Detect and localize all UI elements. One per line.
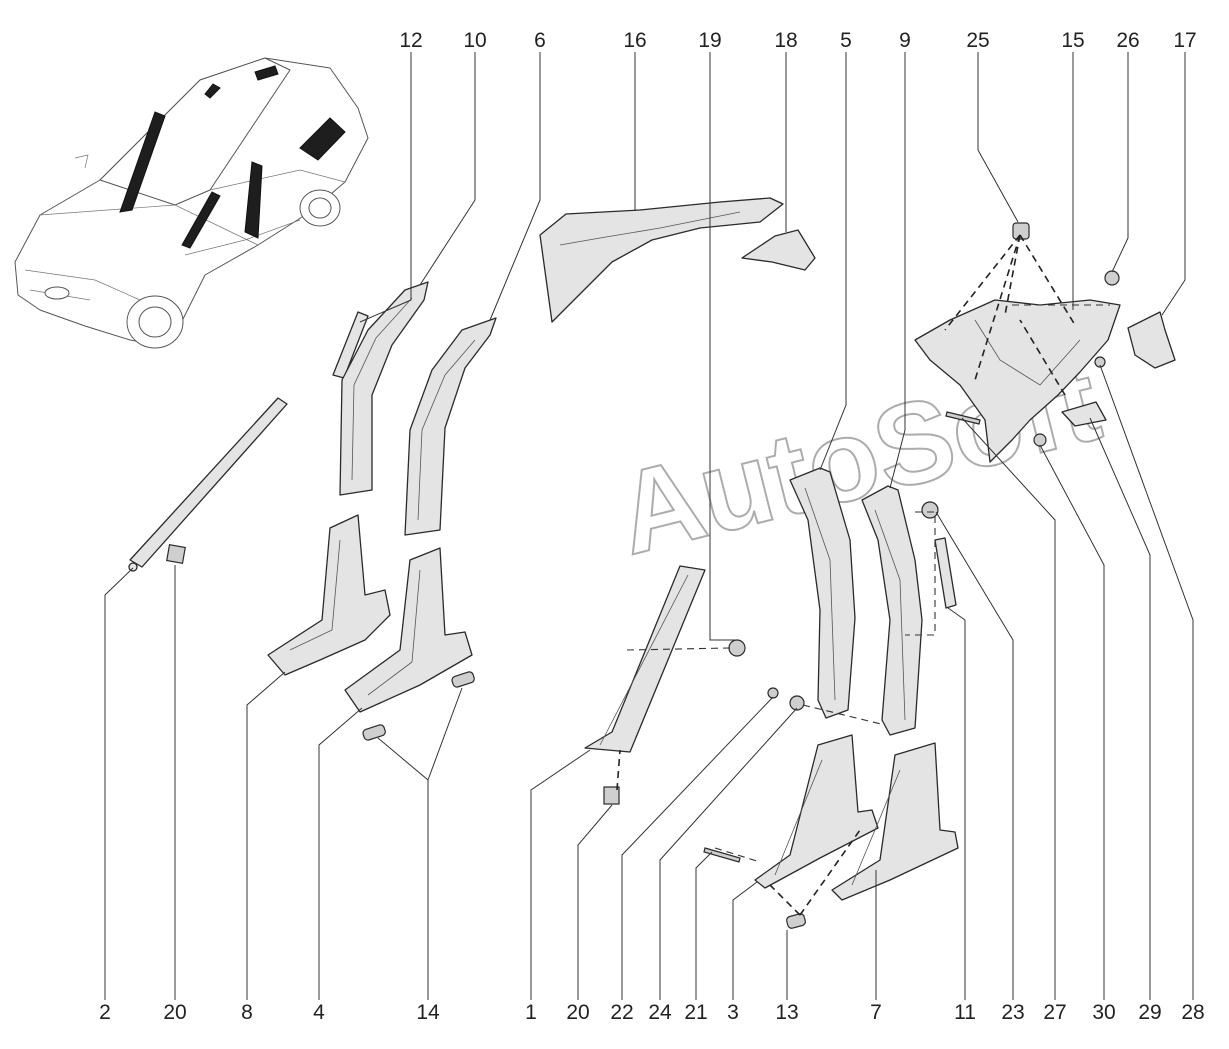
- part-26-clip: [1104, 270, 1120, 286]
- callout-14: 14: [416, 1001, 440, 1024]
- part-14-clip-a: [362, 724, 386, 741]
- bottom-callouts: 2 20 8 4 14 1 20 22 24 21 3 13 7 11 23 2…: [99, 1001, 1205, 1024]
- callout-30: 30: [1092, 1001, 1115, 1024]
- callout-3: 3: [727, 1001, 739, 1024]
- reference-car: [14, 57, 369, 349]
- trim-parts: [128, 197, 1176, 929]
- part-19-clip: [728, 639, 746, 657]
- callout-18: 18: [774, 29, 797, 52]
- part-17-cover: [1127, 311, 1176, 369]
- part-18-cover: [741, 229, 816, 271]
- top-callouts: 12 10 6 16 19 18 5 9 25 15 26 17: [399, 29, 1196, 52]
- callout-16: 16: [623, 29, 646, 52]
- callout-8: 8: [241, 1001, 253, 1024]
- part-30-clip: [1033, 433, 1047, 447]
- part-20-clip-b: [603, 786, 620, 805]
- part-20-clip: [166, 544, 186, 564]
- assembly-arrows: [616, 234, 1110, 916]
- callout-24: 24: [648, 1001, 672, 1024]
- callout-10: 10: [463, 29, 486, 52]
- callout-28: 28: [1181, 1001, 1204, 1024]
- callout-20: 20: [163, 1001, 186, 1024]
- callout-19: 19: [698, 29, 721, 52]
- callout-2: 2: [99, 1001, 111, 1024]
- part-23-clip: [921, 501, 939, 519]
- part-11-strip: [934, 537, 957, 609]
- callout-17: 17: [1173, 29, 1196, 52]
- leader-lines: [104, 52, 1194, 1000]
- part-2-seal-strip: [129, 397, 288, 568]
- part-7-b-lower-trim: [831, 742, 959, 901]
- part-12-strip: [332, 311, 369, 379]
- part-16-roof-trim: [539, 197, 784, 323]
- part-29-pad: [1061, 401, 1107, 427]
- part-22-clip: [767, 687, 779, 699]
- part-6-pillar-trim: [404, 317, 497, 536]
- part-14-clip-b: [451, 671, 475, 688]
- part-28-clip: [1094, 356, 1106, 368]
- callout-29: 29: [1138, 1001, 1161, 1024]
- callout-13: 13: [775, 1001, 798, 1024]
- part-21-screw: [703, 847, 741, 863]
- callout-11: 11: [954, 1001, 976, 1024]
- part-9-b-pillar-trim: [861, 485, 923, 736]
- callout-25: 25: [966, 29, 989, 52]
- callout-12: 12: [399, 29, 422, 52]
- part-15-rear-trim: [914, 299, 1121, 463]
- part-4-lower-trim: [344, 547, 473, 713]
- part-27-screw: [945, 411, 981, 425]
- callout-22: 22: [610, 1001, 633, 1024]
- callout-15: 15: [1061, 29, 1084, 52]
- callout-1: 1: [525, 1001, 537, 1024]
- callout-21: 21: [684, 1001, 707, 1024]
- part-25-clip: [1012, 222, 1030, 240]
- callout-9: 9: [899, 29, 911, 52]
- callout-7: 7: [870, 1001, 882, 1024]
- callout-23: 23: [1001, 1001, 1024, 1024]
- callout-26: 26: [1116, 29, 1139, 52]
- part-5-b-pillar-trim: [789, 467, 856, 719]
- part-24-clip: [789, 695, 805, 711]
- part-8-lower-trim: [267, 514, 391, 676]
- callout-20b: 20: [566, 1001, 589, 1024]
- part-1-sill-strip: [584, 565, 706, 753]
- part-13-clip: [786, 913, 806, 929]
- callout-5: 5: [840, 29, 852, 52]
- part-10-pillar-trim: [339, 281, 429, 496]
- part-3-b-lower-trim: [754, 734, 879, 889]
- callout-6: 6: [534, 29, 546, 52]
- callout-27: 27: [1043, 1001, 1066, 1024]
- callout-4: 4: [313, 1001, 325, 1024]
